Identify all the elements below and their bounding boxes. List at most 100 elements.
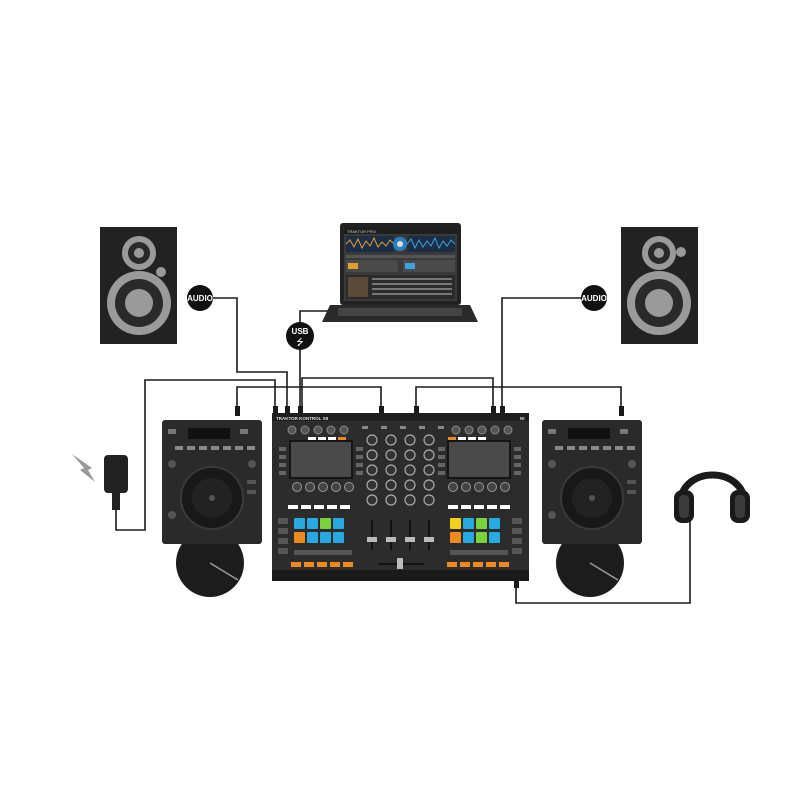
mixer-knob: [385, 434, 397, 446]
performance-pad: [450, 518, 461, 529]
hotcue-button: [499, 562, 509, 567]
mixer-knob: [385, 464, 397, 476]
link-cable-center-right: [301, 377, 494, 413]
hotcue-button: [473, 562, 483, 567]
loop-button: [448, 505, 458, 509]
hotcue-button: [486, 562, 496, 567]
controller-ni-badge: NI: [520, 416, 525, 421]
performance-pad: [450, 532, 461, 543]
mixer-knob: [404, 434, 416, 446]
deck-knob: [461, 482, 471, 492]
loop-button: [314, 505, 324, 509]
mixer-knob: [423, 494, 435, 506]
channel-fader-cap: [424, 537, 434, 542]
fx-button: [318, 437, 326, 440]
audio-cable-right: [501, 297, 582, 413]
audio-cable-left: [212, 297, 288, 413]
mixer-button: [419, 426, 425, 429]
fx-button: [448, 437, 456, 440]
screen-side-button: [356, 471, 363, 475]
mixer-knob: [366, 434, 378, 446]
transport-button: [512, 538, 522, 544]
fx-knob: [451, 425, 461, 435]
transport-button: [278, 528, 288, 534]
speaker-right: [621, 227, 698, 344]
screen-side-button: [514, 471, 521, 475]
speaker-left: [100, 227, 177, 344]
performance-pad: [333, 518, 344, 529]
fx-knob: [313, 425, 323, 435]
deck-left: [162, 420, 262, 597]
fx-button: [328, 437, 336, 440]
audio-badge-right: AUDIO: [581, 285, 607, 311]
transport-button: [512, 518, 522, 524]
loop-button: [500, 505, 510, 509]
loop-button: [340, 505, 350, 509]
screen-side-button: [514, 455, 521, 459]
channel-fader-cap: [386, 537, 396, 542]
touch-strip: [294, 550, 352, 555]
audio-label-left: AUDIO: [187, 294, 213, 303]
usb-label: USB: [292, 327, 309, 336]
mixer-button: [400, 426, 406, 429]
deck-knob: [500, 482, 510, 492]
hotcue-button: [304, 562, 314, 567]
performance-pad: [489, 532, 500, 543]
channel-fader-cap: [367, 537, 377, 542]
loop-button: [487, 505, 497, 509]
screen-side-button: [279, 471, 286, 475]
headphones: [674, 471, 750, 523]
screen-side-button: [438, 455, 445, 459]
mixer-knob: [404, 494, 416, 506]
screen-side-button: [356, 447, 363, 451]
fx-button: [338, 437, 346, 440]
transport-button: [278, 548, 288, 554]
crossfader-cap: [397, 558, 403, 569]
touch-strip: [450, 550, 508, 555]
mixer-knob: [404, 449, 416, 461]
transport-button: [512, 528, 522, 534]
fx-knob: [339, 425, 349, 435]
laptop: TRAKTOR PRO: [322, 223, 478, 322]
screen-side-button: [438, 471, 445, 475]
screen-side-button: [514, 463, 521, 467]
hotcue-button: [330, 562, 340, 567]
mixer-knob: [404, 464, 416, 476]
screen-side-button: [514, 447, 521, 451]
deck-knob: [448, 482, 458, 492]
deck-right: [542, 420, 642, 597]
screen-side-button: [438, 463, 445, 467]
controller-controls: [278, 425, 522, 569]
mixer-knob: [404, 479, 416, 491]
mixer-knob: [366, 479, 378, 491]
channel-fader-track: [428, 520, 430, 550]
audio-label-right: AUDIO: [581, 294, 607, 303]
performance-pad: [294, 518, 305, 529]
link-cable-left-deck: [236, 386, 382, 413]
controller: TRAKTOR KONTROL S8 NI: [272, 413, 529, 581]
performance-pad: [307, 518, 318, 529]
screen-side-button: [279, 447, 286, 451]
laptop-app-title: TRAKTOR PRO: [347, 229, 376, 234]
deck-knob: [487, 482, 497, 492]
fx-knob: [477, 425, 487, 435]
fx-button: [478, 437, 486, 440]
loop-button: [461, 505, 471, 509]
hotcue-button: [317, 562, 327, 567]
deck-knob: [331, 482, 341, 492]
performance-pad: [463, 532, 474, 543]
headphone-cable: [515, 520, 691, 604]
link-cable-right-deck: [415, 386, 622, 413]
mixer-knob: [385, 449, 397, 461]
screen-side-button: [279, 463, 286, 467]
transport-button: [278, 538, 288, 544]
deck-knob: [474, 482, 484, 492]
hotcue-button: [447, 562, 457, 567]
mixer-button: [362, 426, 368, 429]
fx-button: [308, 437, 316, 440]
loop-button: [327, 505, 337, 509]
plugs: [235, 406, 624, 588]
performance-pad: [476, 518, 487, 529]
performance-pad: [489, 518, 500, 529]
